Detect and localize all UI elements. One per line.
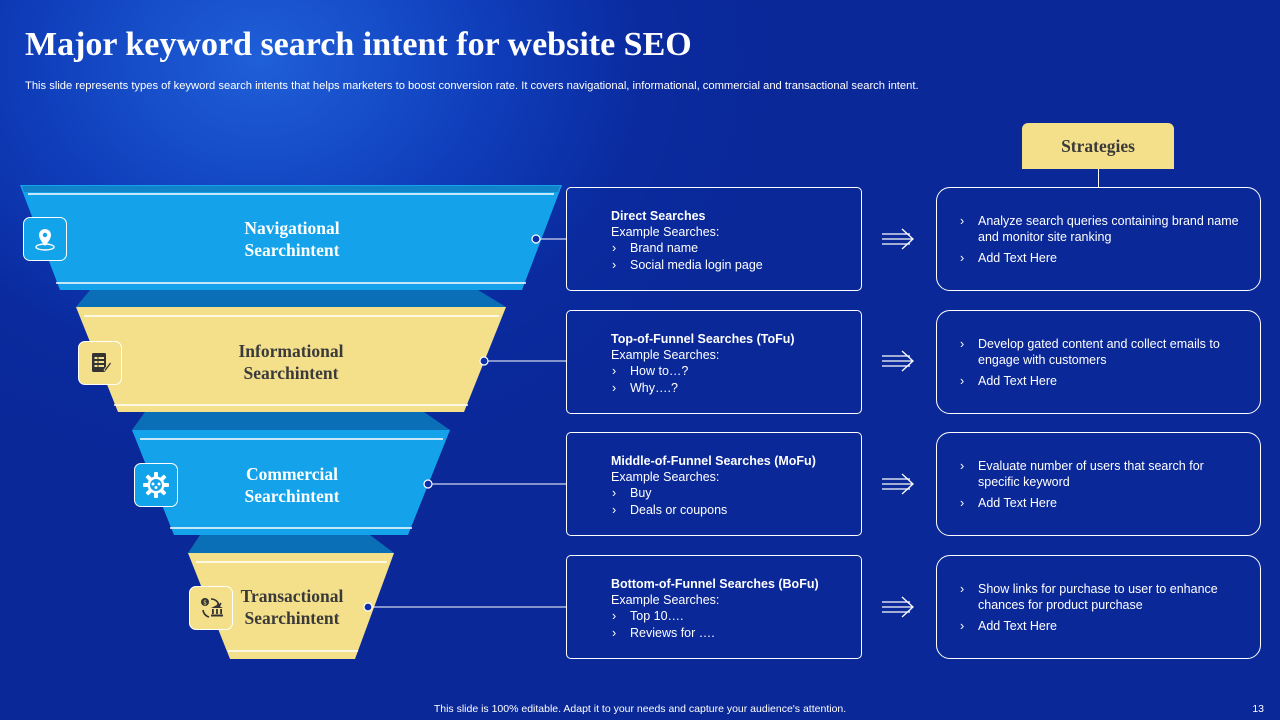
example-item: Brand name — [611, 240, 851, 256]
gear-icon — [134, 463, 178, 507]
funnel-tier-commercial — [132, 430, 450, 535]
page-number: 13 — [1252, 703, 1264, 715]
double-arrow-right-icon — [882, 596, 914, 618]
slide-subtitle: This slide represents types of keyword s… — [25, 80, 919, 92]
footer-note: This slide is 100% editable. Adapt it to… — [433, 703, 847, 715]
double-arrow-right-icon — [882, 350, 914, 372]
double-arrow-right-icon — [882, 228, 914, 250]
svg-text:$: $ — [203, 600, 207, 607]
example-item: Reviews for …. — [611, 625, 851, 641]
strategy-item: Add Text Here — [959, 495, 1240, 511]
example-title: Direct Searches — [611, 209, 706, 223]
example-item: Why….? — [611, 380, 851, 396]
connector-lines — [372, 238, 566, 608]
example-subtitle: Example Searches: — [611, 593, 720, 608]
strategy-item: Add Text Here — [959, 373, 1240, 389]
example-title: Middle-of-Funnel Searches (MoFu) — [611, 454, 816, 468]
strategy-item: Show links for purchase to user to enhan… — [959, 581, 1240, 613]
strategy-item: Add Text Here — [959, 618, 1240, 634]
double-arrow-right-icon — [882, 473, 914, 495]
strategy-item: Evaluate number of users that search for… — [959, 458, 1240, 490]
strategy-box-informational: Develop gated content and collect emails… — [936, 310, 1261, 414]
example-box-informational: Top-of-Funnel Searches (ToFu) Example Se… — [566, 310, 862, 414]
example-subtitle: Example Searches: — [611, 225, 720, 240]
example-item: Top 10…. — [611, 608, 851, 624]
money-bank-icon: $ — [189, 586, 233, 630]
strategy-item: Add Text Here — [959, 250, 1240, 266]
example-subtitle: Example Searches: — [611, 470, 720, 485]
example-box-navigational: Direct Searches Example Searches: Brand … — [566, 187, 862, 291]
strategy-box-navigational: Analyze search queries containing brand … — [936, 187, 1261, 291]
example-title: Bottom-of-Funnel Searches (BoFu) — [611, 577, 819, 591]
strategy-item: Develop gated content and collect emails… — [959, 336, 1240, 368]
strategies-header: Strategies — [1022, 123, 1174, 169]
example-subtitle: Example Searches: — [611, 348, 720, 363]
example-box-transactional: Bottom-of-Funnel Searches (BoFu) Example… — [566, 555, 862, 659]
funnel-tier-navigational — [20, 185, 562, 290]
strategy-item: Analyze search queries containing brand … — [959, 213, 1240, 245]
document-checklist-icon — [78, 341, 122, 385]
strategies-connector — [1098, 169, 1099, 188]
funnel-tier-informational — [76, 307, 506, 412]
example-item: Social media login page — [611, 257, 851, 273]
funnel-tier-transactional — [188, 553, 394, 659]
example-item: How to…? — [611, 363, 851, 379]
example-item: Deals or coupons — [611, 502, 851, 518]
example-item: Buy — [611, 485, 851, 501]
slide-title: Major keyword search intent for website … — [25, 26, 692, 63]
example-box-commercial: Middle-of-Funnel Searches (MoFu) Example… — [566, 432, 862, 536]
strategy-box-transactional: Show links for purchase to user to enhan… — [936, 555, 1261, 659]
example-title: Top-of-Funnel Searches (ToFu) — [611, 332, 795, 346]
strategy-box-commercial: Evaluate number of users that search for… — [936, 432, 1261, 536]
location-pin-icon — [23, 217, 67, 261]
